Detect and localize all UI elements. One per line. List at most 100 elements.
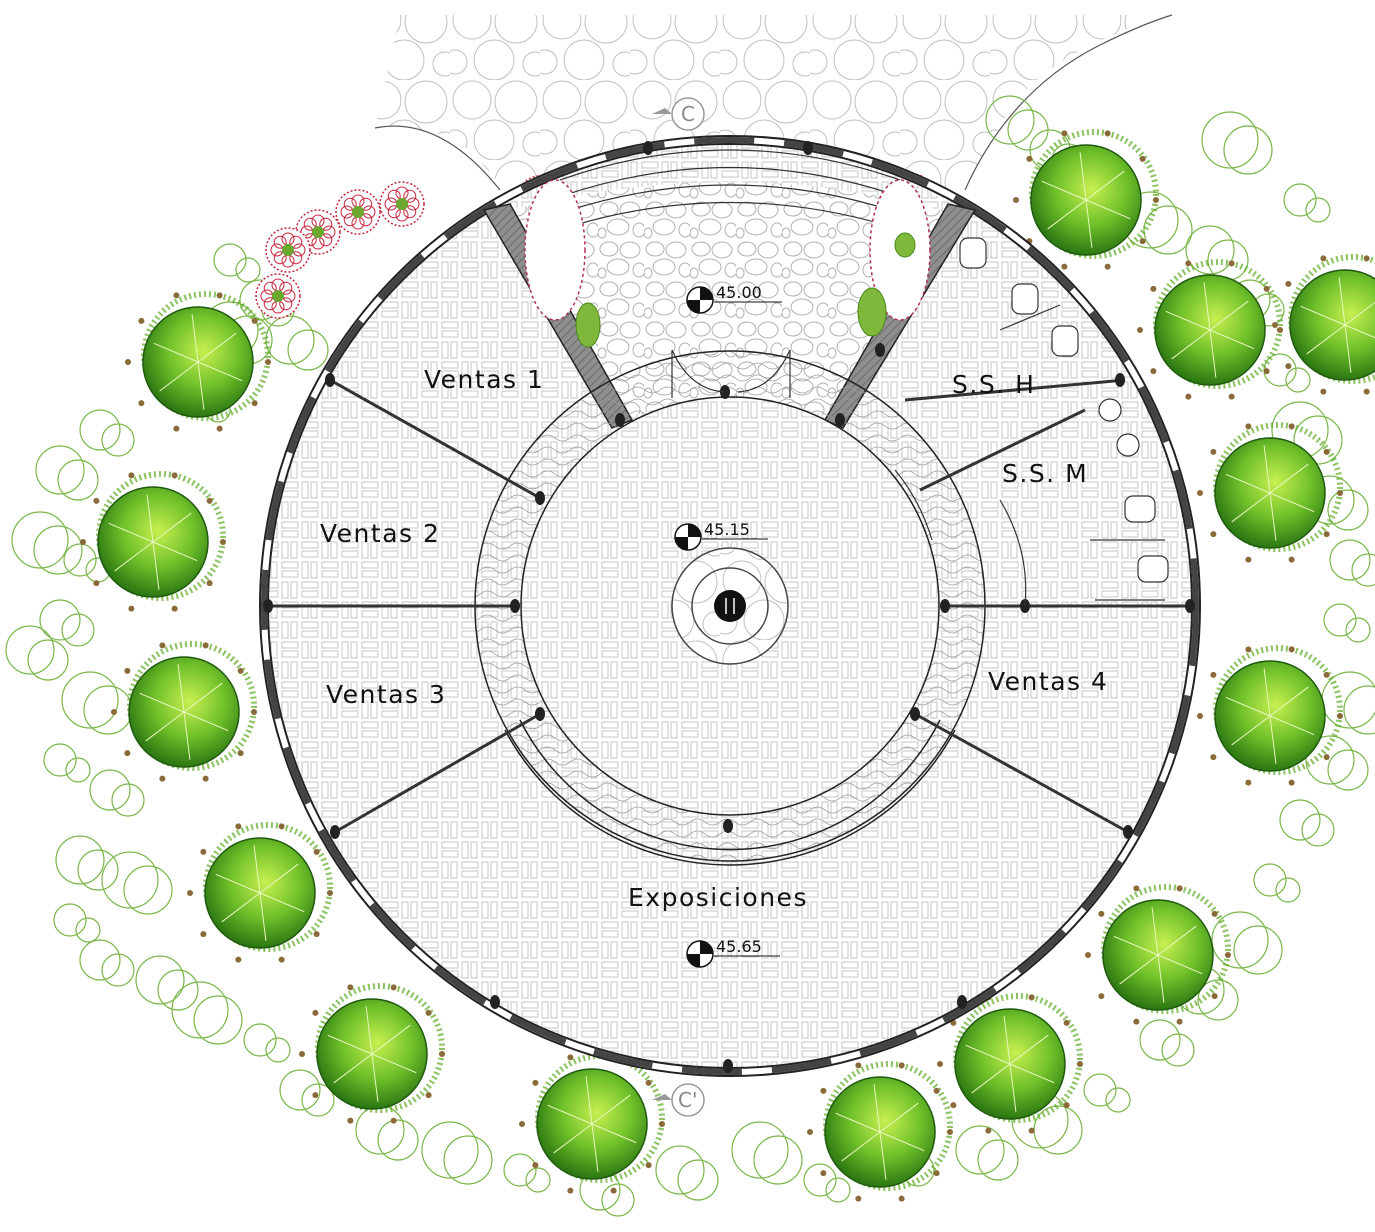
shrub-outline [265, 1037, 291, 1063]
shrub-outline [1343, 685, 1375, 735]
shrub-outline [193, 995, 243, 1045]
svg-text:45.65: 45.65 [716, 937, 762, 956]
column-dot [263, 599, 273, 613]
flower-shrub-icon [379, 181, 425, 227]
shrub-outline [1285, 367, 1311, 393]
toilet-icon [1011, 283, 1039, 315]
shrub-outline [1327, 489, 1369, 531]
svg-text:45.15: 45.15 [704, 520, 750, 539]
tree-icon [111, 641, 257, 782]
shrub-outline [1139, 1019, 1181, 1061]
shrub-outline [279, 1069, 321, 1111]
level-marker-exhibit: 45.65 [686, 937, 780, 968]
tree-icon [80, 471, 226, 612]
tree-icon [187, 822, 333, 963]
shrub-outline [677, 1159, 719, 1201]
shrub-outline [1327, 749, 1369, 791]
column-dot [1185, 599, 1195, 613]
tree-icon [1197, 645, 1343, 786]
shrub-outline [731, 1121, 789, 1179]
shrub-outline [101, 953, 135, 987]
shrub-outline [1197, 979, 1239, 1021]
sink-icon [1098, 398, 1122, 422]
room-label-ssh: S.S. H [952, 370, 1035, 399]
tree-icon [299, 983, 445, 1124]
shrub-outline [1305, 197, 1331, 223]
shrub-outline [33, 525, 83, 575]
shrub-outline [55, 835, 105, 885]
svg-text:45.00: 45.00 [716, 283, 762, 302]
column-dot [330, 825, 340, 839]
shrub-outline [1305, 735, 1355, 785]
shrub-outline [1185, 225, 1235, 275]
shrub-outline [1223, 125, 1273, 175]
shrub-outline [61, 671, 119, 729]
column-dot [723, 1059, 733, 1073]
column-dot [910, 707, 920, 721]
column-dot [803, 141, 813, 155]
flower-shrub-icon [335, 189, 381, 235]
partition-walls [268, 378, 1190, 834]
tree-icon [1085, 884, 1231, 1025]
shrub-outline [75, 917, 101, 943]
shrub-outline [503, 1153, 537, 1187]
shrub-outline [1329, 539, 1371, 581]
section-mark-bottom: C' [652, 1083, 705, 1117]
shrub-outline [39, 599, 81, 641]
room-label-ventas4: Ventas 4 [988, 667, 1108, 696]
shrub-outline [443, 1135, 493, 1185]
shrub-outline [43, 743, 77, 777]
column-dot [723, 819, 733, 833]
shrub-outline [65, 757, 91, 783]
shrub-outline [1143, 205, 1193, 255]
shrub-outline [123, 865, 173, 915]
shrub-outline [1211, 911, 1269, 969]
shrub-outline [157, 969, 199, 1011]
shrub-outline [655, 1145, 705, 1195]
column-dot [535, 491, 545, 505]
shrub-outline [1161, 1033, 1195, 1067]
level-marker-center: 45.15 [674, 520, 768, 551]
shrub-outline [79, 409, 121, 451]
shrub-outline [803, 1163, 837, 1197]
column-dot [940, 599, 950, 613]
shrub-outline [89, 769, 131, 811]
room-label-ventas3: Ventas 3 [326, 680, 446, 709]
column-dot [325, 373, 335, 387]
shrub-outline [1283, 183, 1317, 217]
shrub-outline [985, 95, 1035, 145]
shrub-outline [377, 1119, 419, 1161]
room-label-ssm: S.S. M [1002, 459, 1088, 488]
shrub-outline [171, 981, 229, 1039]
tree-icon [1197, 422, 1343, 563]
shrub-outline [77, 849, 119, 891]
shrub-outline [1007, 109, 1049, 151]
column-dot [1123, 825, 1133, 839]
shrub-outline [1345, 617, 1371, 643]
column-dot [1115, 373, 1125, 387]
shrub-outline [111, 783, 145, 817]
shrub-outline [753, 1135, 803, 1185]
room-label-ventas2: Ventas 2 [320, 519, 440, 548]
shrub-outline [301, 1083, 335, 1117]
shrub-outline [5, 625, 55, 675]
flower-shrub-icon [265, 227, 311, 273]
shrub-outline [1105, 1087, 1131, 1113]
shrub-outline [243, 1023, 277, 1057]
level-marker-entrance: 45.00 [686, 283, 782, 314]
shrub-outline [1233, 925, 1283, 975]
shrub-outline [83, 685, 133, 735]
shrub-band [5, 95, 1375, 1217]
shrub-outline [1201, 111, 1259, 169]
shrub-outline [53, 903, 87, 937]
shrub-outline [213, 243, 247, 277]
shrub-outline [1253, 863, 1287, 897]
tree-icon [1137, 259, 1283, 400]
building [259, 135, 1201, 1077]
shrub-outline [11, 511, 69, 569]
sink-icon [1116, 433, 1140, 457]
shrub-outline [1301, 813, 1335, 847]
column-dot [510, 599, 520, 613]
column-dot [835, 413, 845, 427]
tree-icon [519, 1053, 665, 1194]
